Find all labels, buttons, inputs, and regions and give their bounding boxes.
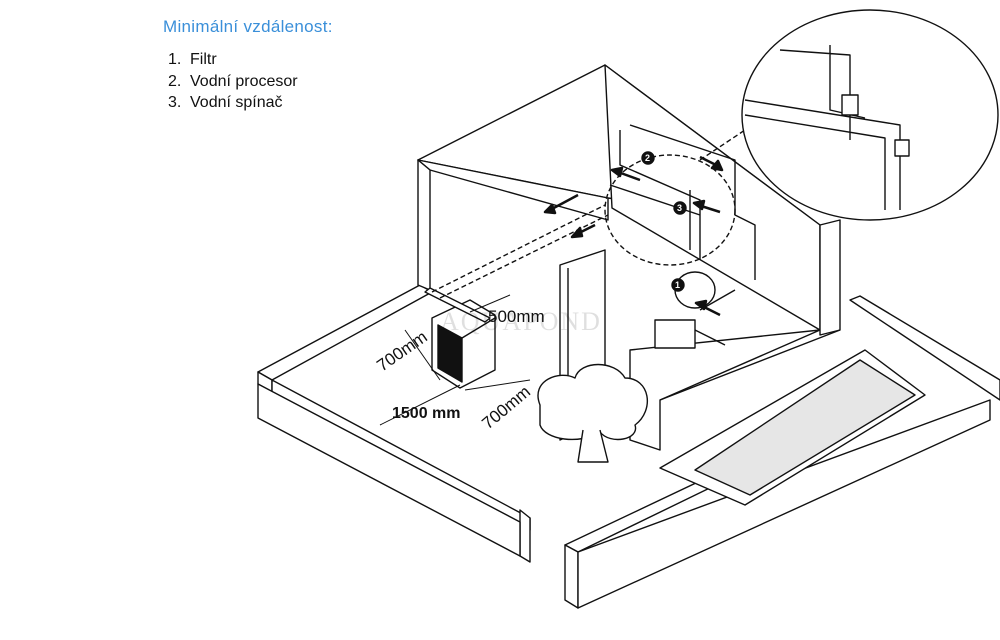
legend-item-filter: 1. Filtr bbox=[168, 49, 298, 71]
legend-num: 1. bbox=[168, 51, 182, 68]
legend-item-water-processor: 2. Vodní procesor bbox=[168, 71, 298, 93]
legend-label: Filtr bbox=[190, 51, 217, 68]
legend-label: Vodní spínač bbox=[190, 94, 283, 111]
legend-title: Minimální vzdálenost: bbox=[163, 17, 333, 36]
heat-pump bbox=[424, 287, 496, 389]
legend-list: 1. Filtr 2. Vodní procesor 3. Vodní spínač bbox=[168, 49, 298, 114]
marker-water-switch: 3 bbox=[677, 203, 682, 213]
dimension-500mm: 500mm bbox=[488, 307, 545, 326]
legend-item-water-switch: 3. Vodní spínač bbox=[168, 92, 298, 114]
dimension-700mm-left: 700mm bbox=[373, 327, 430, 375]
legend-label: Vodní procesor bbox=[190, 72, 298, 90]
pool bbox=[564, 295, 1000, 609]
legend-num: 2. bbox=[168, 72, 182, 90]
detail-magnifier bbox=[741, 9, 999, 221]
dimension-700mm-right: 700mm bbox=[478, 382, 534, 433]
legend-num: 3. bbox=[168, 94, 182, 111]
dimension-lines bbox=[379, 294, 531, 426]
pool-equipment: 1 2 3 bbox=[609, 124, 756, 349]
marker-water-processor: 2 bbox=[645, 153, 650, 163]
dimension-1500mm: 1500 mm bbox=[392, 405, 461, 422]
garden-wall bbox=[257, 284, 531, 563]
marker-filter: 1 bbox=[675, 280, 680, 290]
tree bbox=[537, 363, 649, 463]
watermark: AQUAPOND bbox=[440, 307, 602, 336]
